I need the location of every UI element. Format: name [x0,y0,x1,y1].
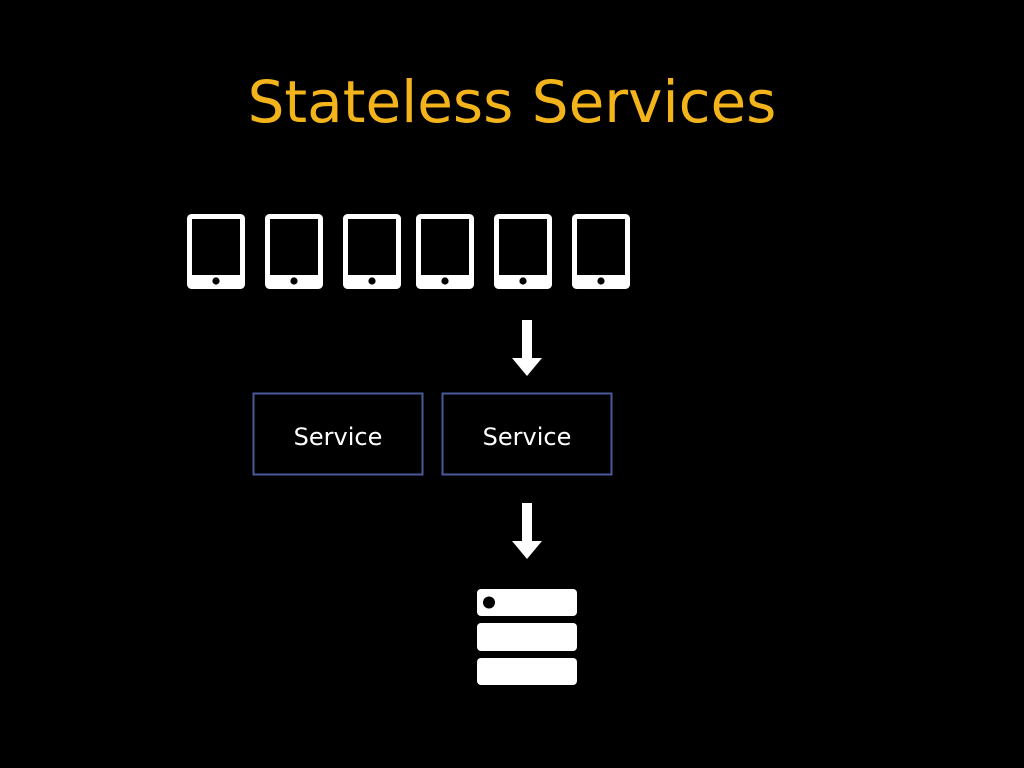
arrow-down-icon [512,503,542,559]
service-label: Service [483,423,572,451]
database-server-icon [477,589,577,685]
tablet-icon [572,214,630,289]
service-label: Service [294,423,383,451]
tablet-icon [343,214,401,289]
tablet-icon [265,214,323,289]
service-box: Service [441,392,613,476]
service-box: Service [252,392,424,476]
arrow-down-icon [512,320,542,376]
tablet-icon [187,214,245,289]
tablet-icon [494,214,552,289]
tablet-icon [416,214,474,289]
slide-title: Stateless Services [247,68,777,136]
client-devices [187,214,630,289]
